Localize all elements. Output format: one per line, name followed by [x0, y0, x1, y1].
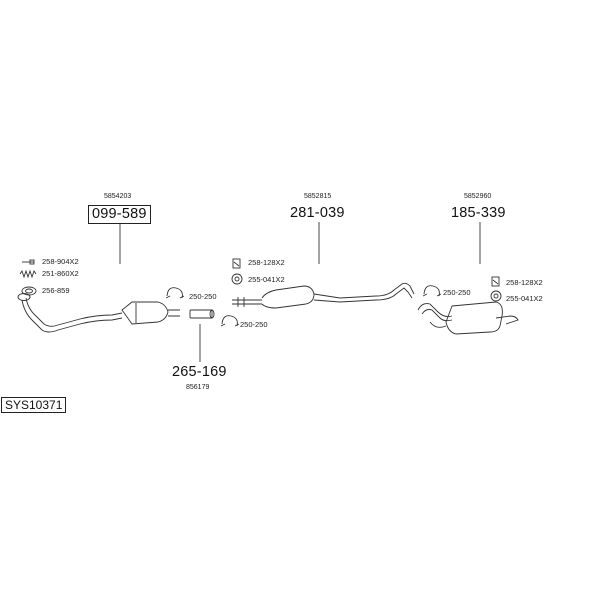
rubber-mount-icon: [231, 273, 243, 285]
accessory-label-mount-rear[interactable]: 255-041X2: [506, 294, 543, 303]
middle-pipe-silencer: [232, 282, 415, 309]
connector-pipe-icon: [189, 309, 215, 319]
front-pipe-catalytic-converter: [17, 293, 180, 333]
hanger-bracket-icon-2: [491, 276, 500, 287]
part-number-rear-silencer[interactable]: 185-339: [451, 205, 506, 221]
part-ref-middle-pipe: 5852815: [304, 193, 332, 200]
accessory-label-hanger-middle[interactable]: 258-128X2: [248, 258, 285, 267]
accessory-label-bolt[interactable]: 258-904X2: [42, 257, 79, 266]
part-ref-rear-silencer: 5852960: [464, 193, 492, 200]
rear-pipe-silencer: [417, 301, 519, 335]
clamp-icon: [165, 287, 185, 299]
gasket-ring-icon: [21, 286, 37, 296]
accessory-label-clamp-rear[interactable]: 250-250: [443, 288, 471, 297]
part-ref-connector-pipe: 856179: [186, 384, 210, 391]
accessory-label-clamp-front[interactable]: 250-250: [189, 292, 217, 301]
spring-icon: [19, 269, 37, 279]
rubber-mount-icon-2: [490, 290, 502, 302]
hanger-bracket-icon: [232, 258, 241, 269]
part-ref-front-pipe: 5854203: [104, 193, 132, 200]
part-number-front-pipe[interactable]: 099-589: [88, 205, 151, 224]
part-number-connector-pipe[interactable]: 265-169: [172, 364, 227, 380]
accessory-label-mount-middle[interactable]: 255-041X2: [248, 275, 285, 284]
accessory-label-gasket[interactable]: 256-859: [42, 286, 70, 295]
accessory-label-spring[interactable]: 251-860X2: [42, 269, 79, 278]
clamp-icon-3: [422, 285, 442, 297]
clamp-icon-2: [220, 315, 240, 327]
accessory-label-hanger-rear[interactable]: 258-128X2: [506, 278, 543, 287]
bolt-icon: [22, 259, 35, 265]
accessory-label-clamp-connector[interactable]: 250-250: [240, 320, 268, 329]
part-number-middle-pipe[interactable]: 281-039: [290, 205, 345, 221]
system-code-label: SYS10371: [1, 397, 67, 413]
